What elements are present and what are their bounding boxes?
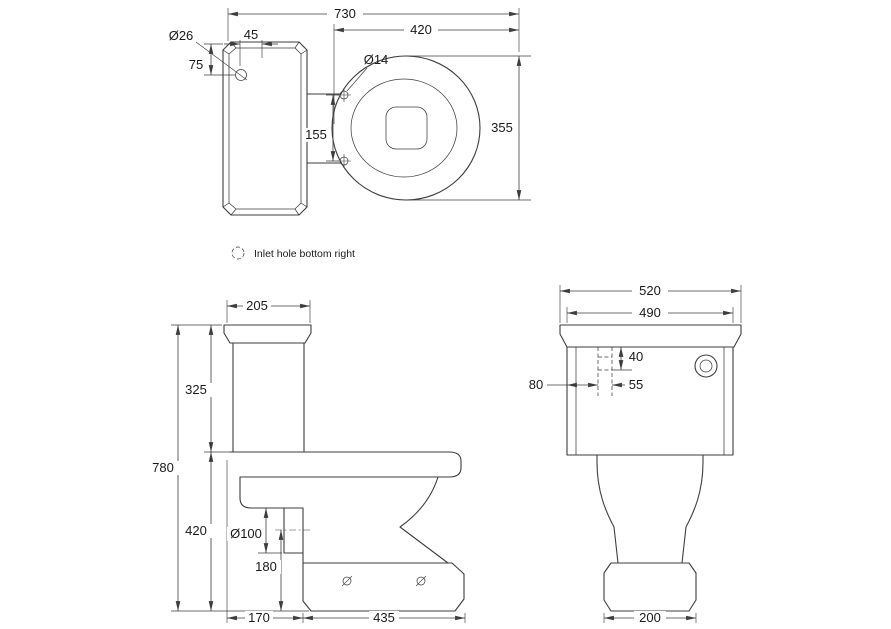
dim-text-520: 520 xyxy=(639,283,661,298)
plan-view: 730 420 45 Ø26 75 Ø14 155 355 xyxy=(169,6,531,216)
dim-text-bg xyxy=(243,299,271,313)
inlet-hole-plan xyxy=(235,69,247,81)
dim-text-435: 435 xyxy=(373,610,395,625)
side-view: 205 325 780 420 Ø100 180 170 435 xyxy=(148,298,466,625)
hidden-inlet-lines xyxy=(597,347,613,396)
dim-text-730: 730 xyxy=(334,6,356,21)
dim-text-490: 490 xyxy=(639,305,661,320)
dim-text-bg xyxy=(148,461,179,475)
pan-front-outline xyxy=(596,454,704,564)
dim-text-40: 40 xyxy=(629,349,643,364)
dim-text-420-plan: 420 xyxy=(410,22,432,37)
pan-back-and-outlet-pipe xyxy=(239,476,304,564)
pan-front-profile xyxy=(399,476,449,564)
dim-text-bg xyxy=(632,306,668,320)
dim-text-420-side: 420 xyxy=(185,523,207,538)
dim-text-bg xyxy=(185,58,207,72)
dim-text-bg xyxy=(634,611,666,625)
flush-button-inner xyxy=(699,359,713,373)
front-view: 520 490 40 80 55 200 xyxy=(529,283,742,625)
inlet-note: Inlet hole bottom right xyxy=(231,246,355,260)
inlet-note-text: Inlet hole bottom right xyxy=(254,248,355,260)
cistern-plan-outline xyxy=(222,41,308,216)
dim-text-bg xyxy=(227,527,264,541)
label-dia100: Ø100 xyxy=(230,526,262,541)
dim-text-75: 75 xyxy=(189,57,203,72)
dim-text-155: 155 xyxy=(305,127,327,142)
cistern-lid-side xyxy=(223,324,312,344)
base-fixing-hole-right xyxy=(416,576,426,586)
pan-platform-side xyxy=(229,451,462,478)
bowl-inner-rim xyxy=(350,78,458,178)
dim-text-170: 170 xyxy=(248,610,270,625)
dim-text-205: 205 xyxy=(246,298,268,313)
cistern-side-accents xyxy=(575,347,725,455)
flush-button-outer xyxy=(694,354,718,378)
seat-hole-centermarks xyxy=(337,88,351,168)
dim-text-180: 180 xyxy=(255,559,277,574)
dim-text-bg xyxy=(404,23,438,37)
dim-text-bg xyxy=(181,383,212,397)
dim-text-bg xyxy=(245,611,273,625)
cistern-lid-front xyxy=(559,324,742,348)
leader-dia26 xyxy=(195,41,248,81)
pan-base-front xyxy=(603,562,697,612)
inlet-hole-icon xyxy=(231,246,245,260)
dim-text-325: 325 xyxy=(185,382,207,397)
dim-text-55: 55 xyxy=(629,377,643,392)
dim-text-200: 200 xyxy=(639,610,661,625)
dim-text-bg xyxy=(487,121,517,135)
label-dia26: Ø26 xyxy=(169,28,194,43)
dim-text-45: 45 xyxy=(244,27,258,42)
dim-text-bg xyxy=(327,7,363,21)
dim-text-bg xyxy=(369,611,399,625)
dim-text-80: 80 xyxy=(529,377,543,392)
pan-base-side xyxy=(302,562,465,612)
dim-text-bg xyxy=(251,560,281,574)
side-extension-lines xyxy=(171,300,466,623)
dim-text-780: 780 xyxy=(152,460,174,475)
cistern-plan-inner-lines xyxy=(222,41,308,216)
base-fixing-hole-left xyxy=(342,576,352,586)
cistern-body-side xyxy=(232,342,305,453)
bowl-outer-rim xyxy=(331,55,481,201)
flush-outlet-hole xyxy=(385,106,428,150)
base-fixing-hole-ticks xyxy=(341,575,427,587)
dim-text-bg xyxy=(632,284,668,298)
dim-text-bg xyxy=(302,128,331,142)
dim-text-bg xyxy=(181,524,212,538)
dim-text-bg xyxy=(626,351,645,364)
neck-plan xyxy=(306,93,342,164)
leader-dia14 xyxy=(346,67,368,92)
dim-text-355: 355 xyxy=(491,120,513,135)
cistern-body-front xyxy=(566,346,734,456)
label-dia14: Ø14 xyxy=(364,52,389,67)
